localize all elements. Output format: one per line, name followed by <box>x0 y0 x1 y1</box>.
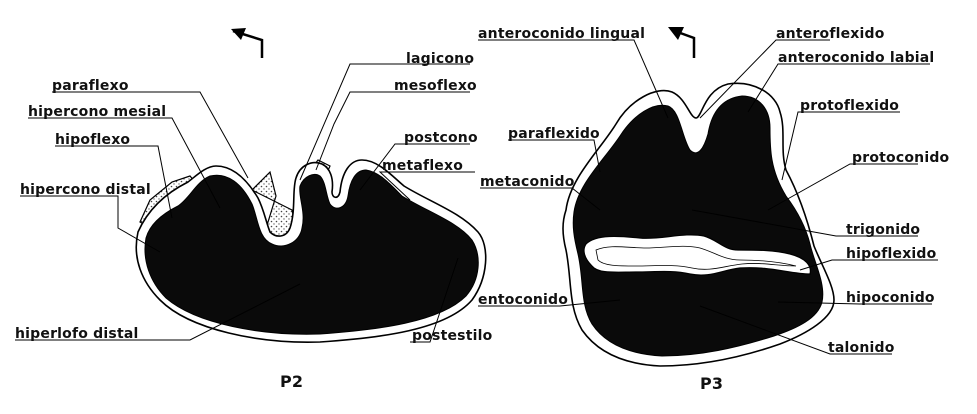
label-entoconido: entoconido <box>478 292 568 308</box>
label-metaconido: metaconido <box>480 174 575 190</box>
caption-p3: P3 <box>700 374 723 393</box>
p2-tooth <box>136 160 485 342</box>
p3-tooth <box>563 83 834 366</box>
label-anteroconido-lingual: anteroconido lingual <box>478 26 645 42</box>
label-metaflexo: metaflexo <box>382 158 463 174</box>
label-paraflexo: paraflexo <box>52 78 129 94</box>
label-mesoflexo: mesoflexo <box>394 78 477 94</box>
label-lagicono: lagicono <box>406 51 474 67</box>
label-protoconido: protoconido <box>852 150 949 166</box>
p2-orientation-arrow-icon <box>231 28 262 58</box>
label-postestilo: postestilo <box>412 328 492 344</box>
caption-p2: P2 <box>280 372 303 391</box>
label-hipoconido: hipoconido <box>846 290 935 306</box>
p2-dentine <box>145 170 478 334</box>
label-hipoflexo: hipoflexo <box>55 132 130 148</box>
label-hipoflexido: hipoflexido <box>846 246 936 262</box>
label-hipercono-mesial: hipercono mesial <box>28 104 166 120</box>
label-trigonido: trigonido <box>846 222 920 238</box>
label-hipercono-distal: hipercono distal <box>20 182 151 198</box>
label-talonido: talonido <box>828 340 895 356</box>
p3-orientation-arrow-icon <box>668 27 694 58</box>
label-postcono: postcono <box>404 130 478 146</box>
label-anteroconido-labial: anteroconido labial <box>778 50 934 66</box>
label-protoflexido: protoflexido <box>800 98 899 114</box>
label-paraflexido: paraflexido <box>508 126 600 142</box>
label-anteroflexido: anteroflexido <box>776 26 885 42</box>
label-hiperlofo-distal: hiperlofo distal <box>15 326 138 342</box>
